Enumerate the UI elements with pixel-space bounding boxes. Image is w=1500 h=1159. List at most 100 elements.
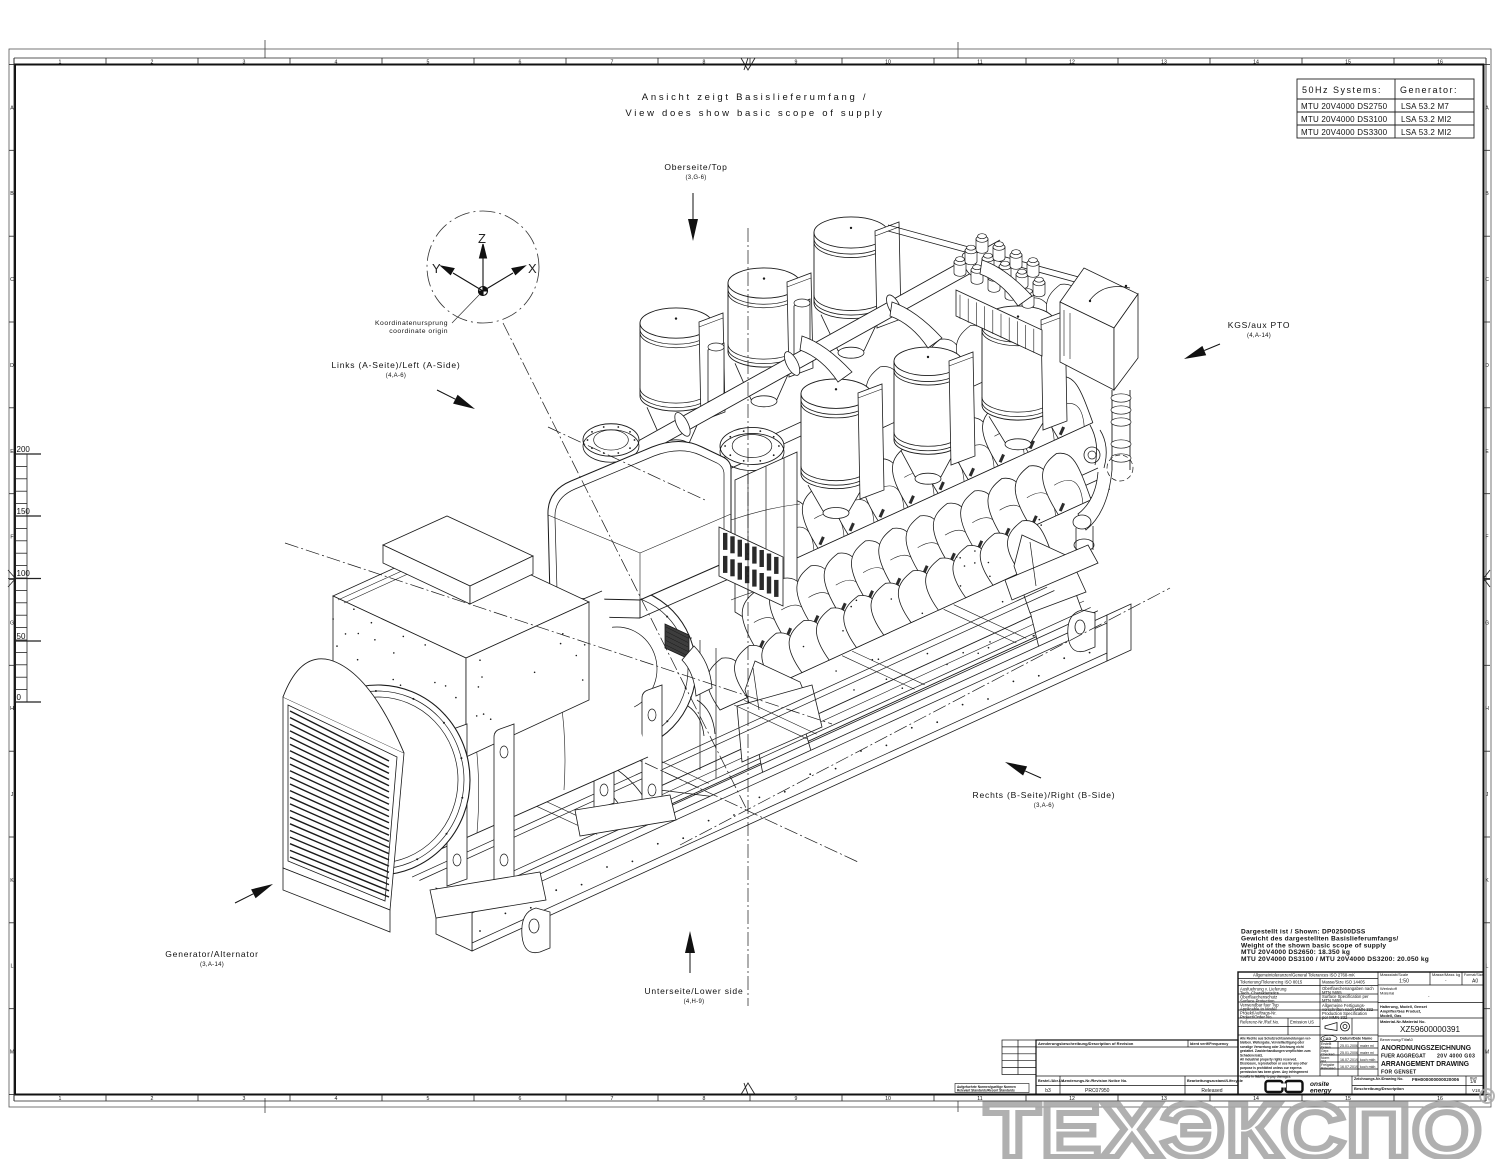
svg-text:Massstab/Scale: Massstab/Scale	[1380, 972, 1409, 977]
svg-text:9: 9	[795, 1096, 798, 1102]
svg-text:12: 12	[1069, 60, 1075, 66]
svg-text:A0: A0	[1472, 979, 1478, 985]
svg-text:Tolerierung/Tolerancing ISO 8: Tolerierung/Tolerancing ISO 8015	[1240, 980, 1303, 985]
svg-text:H: H	[10, 706, 14, 712]
svg-text:koch mkh: koch mkh	[1360, 1065, 1375, 1069]
svg-text:Masse/Mass: Masse/Mass	[1432, 972, 1454, 977]
svg-text:Werkstoff: Werkstoff	[1380, 986, 1398, 991]
svg-text:A: A	[10, 105, 14, 111]
svg-text:Gewicht des dargestellten Basi: Gewicht des dargestellten Basislieferumf…	[1241, 935, 1398, 942]
svg-text:Oberflaechenangaben nach: Oberflaechenangaben nach	[1322, 986, 1374, 991]
svg-text:vorschriften nach MMN 332: vorschriften nach MMN 332	[1322, 1007, 1374, 1012]
svg-text:Projekt/Auftrags-Nr.: Projekt/Auftrags-Nr.	[1240, 1011, 1277, 1016]
svg-text:LSA 53.2 MI2: LSA 53.2 MI2	[1401, 115, 1452, 124]
svg-text:Benennung/Title: Benennung/Title	[1380, 1037, 1410, 1042]
svg-text:1: 1	[59, 1096, 62, 1102]
svg-text:Beschreibung/Description: Beschreibung/Description	[1354, 1086, 1404, 1091]
svg-text:16: 16	[1437, 60, 1443, 66]
svg-text:Format/Size: Format/Size	[1464, 973, 1483, 977]
svg-text:10: 10	[885, 1096, 891, 1102]
svg-text:Z: Z	[478, 231, 486, 246]
svg-text:maier mi: maier mi	[1360, 1051, 1374, 1055]
svg-text:FOR GENSET: FOR GENSET	[1381, 1070, 1417, 1076]
svg-text:50Hz Systems:: 50Hz Systems:	[1302, 85, 1382, 95]
svg-text:ANORDNUNGSZEICHNUNG: ANORDNUNGSZEICHNUNG	[1381, 1045, 1472, 1052]
svg-text:-: -	[1428, 994, 1430, 999]
svg-text:results in liability to pay da: results in liability to pay damages.	[1240, 1074, 1291, 1078]
svg-text:MTU 20V4000 DS2650: 18.350 kg: MTU 20V4000 DS2650: 18.350 kg	[1241, 949, 1350, 956]
svg-text:16.07.2019: 16.07.2019	[1340, 1058, 1358, 1062]
svg-text:Ausfuehrung v. Lieferung: Ausfuehrung v. Lieferung	[1240, 987, 1287, 992]
svg-text:F: F	[10, 535, 13, 541]
svg-text:5: 5	[427, 1096, 430, 1102]
svg-text:Generator/Alternator: Generator/Alternator	[165, 949, 258, 959]
svg-text:G: G	[10, 620, 14, 626]
svg-text:Allgemeintoleranzen/General To: Allgemeintoleranzen/General Tolerances I…	[1253, 973, 1355, 978]
svg-text:10: 10	[885, 60, 891, 66]
svg-text:Zeichnungs-Nr./Drawing No.: Zeichnungs-Nr./Drawing No.	[1354, 1077, 1403, 1081]
svg-text:B: B	[10, 191, 14, 197]
svg-text:C: C	[10, 277, 14, 283]
svg-text:Erstellt: Erstellt	[1321, 1042, 1331, 1046]
svg-text:V18: V18	[1472, 1088, 1481, 1093]
svg-text:Gepr.: Gepr.	[1321, 1049, 1329, 1053]
svg-text:4: 4	[335, 60, 338, 66]
svg-text:K: K	[1485, 878, 1489, 884]
svg-text:(3,A-14): (3,A-14)	[200, 962, 224, 968]
svg-text:Modell, Gas: Modell, Gas	[1380, 1014, 1401, 1018]
svg-text:Blatt: Blatt	[1470, 1077, 1477, 1081]
svg-text:Verwendbar fuer Typ: Verwendbar fuer Typ	[1240, 1003, 1279, 1008]
svg-text:150: 150	[17, 507, 31, 516]
svg-text:3: 3	[243, 1096, 246, 1102]
svg-text:MTN 5655: MTN 5655	[1322, 990, 1342, 995]
svg-text:Oberflaechenschutz: Oberflaechenschutz	[1240, 995, 1277, 1000]
svg-text:Masse/Size ISO 14405: Masse/Size ISO 14405	[1322, 980, 1365, 985]
svg-text:Bestel./Abr.Ltr.: Bestel./Abr.Ltr.	[1038, 1079, 1065, 1083]
svg-text:Weight of the shown basic scop: Weight of the shown basic scope of suppl…	[1241, 942, 1386, 949]
svg-text:9: 9	[795, 60, 798, 66]
svg-text:200: 200	[17, 445, 31, 454]
svg-text:G: G	[1485, 620, 1489, 626]
svg-text:(4,H-9): (4,H-9)	[684, 999, 705, 1005]
svg-text:Alle Rechte aus Schutzrechtsan: Alle Rechte aus Schutzrechtsanmeldungen …	[1240, 1037, 1311, 1041]
svg-text:12: 12	[1069, 1096, 1075, 1102]
svg-text:Aenderungsbeschreibung/Descrip: Aenderungsbeschreibung/Description of Re…	[1038, 1041, 1134, 1046]
svg-text:X: X	[528, 261, 537, 276]
svg-text:PRC07950: PRC07950	[1085, 1088, 1110, 1094]
svg-text:14: 14	[1253, 60, 1259, 66]
svg-text:-: -	[1445, 978, 1447, 983]
svg-text:Std.: Std.	[1321, 1060, 1327, 1064]
svg-text:L: L	[11, 964, 14, 970]
svg-text:50: 50	[17, 632, 26, 641]
svg-text:bleiben. Weitergabe, Vervielfa: bleiben. Weitergabe, Vervielfaeltigung o…	[1240, 1041, 1305, 1045]
svg-text:(4,A-14): (4,A-14)	[1247, 333, 1271, 339]
svg-text:Halterung, Modell, Genset: Halterung, Modell, Genset	[1380, 1005, 1428, 1009]
svg-text:F: F	[1485, 535, 1488, 541]
svg-text:B: B	[1485, 191, 1489, 197]
svg-text:Generator:: Generator:	[1400, 85, 1458, 95]
svg-text:1: 1	[59, 60, 62, 66]
svg-text:b3: b3	[1045, 1088, 1051, 1094]
svg-text:Dargestellt ist / Shown: DP025: Dargestellt ist / Shown: DP02500DSS	[1241, 929, 1366, 936]
svg-text:H: H	[1485, 706, 1489, 712]
svg-text:M: M	[10, 1050, 14, 1056]
svg-text:16.07.2019: 16.07.2019	[1340, 1065, 1358, 1069]
svg-text:Norm: Norm	[1321, 1056, 1329, 1060]
svg-text:8: 8	[703, 1096, 706, 1102]
svg-text:Released: Released	[1201, 1088, 1222, 1094]
svg-text:2: 2	[151, 60, 154, 66]
svg-text:ARRANGEMENT DRAWING: ARRANGEMENT DRAWING	[1381, 1061, 1470, 1068]
svg-text:CAD: CAD	[1323, 1037, 1331, 1041]
svg-text:onsite: onsite	[1310, 1081, 1330, 1088]
svg-text:Disclosure, reproduction or us: Disclosure, reproduction or use for any …	[1240, 1062, 1308, 1066]
svg-text:Aufgefuehrte Normen/gueltige N: Aufgefuehrte Normen/gueltige Normen	[957, 1085, 1016, 1089]
svg-text:LSA 53.2 M7: LSA 53.2 M7	[1401, 102, 1449, 111]
svg-text:R: R	[1483, 1092, 1490, 1103]
svg-text:8: 8	[703, 60, 706, 66]
svg-text:gestattet. Zuwiderhandlungen v: gestattet. Zuwiderhandlungen verpflichte…	[1240, 1049, 1311, 1053]
svg-text:0: 0	[17, 693, 22, 702]
svg-text:D: D	[10, 363, 14, 369]
svg-text:11: 11	[977, 1096, 982, 1102]
svg-text:Unterseite/Lower side: Unterseite/Lower side	[644, 986, 743, 996]
svg-text:M: M	[1485, 1050, 1489, 1056]
